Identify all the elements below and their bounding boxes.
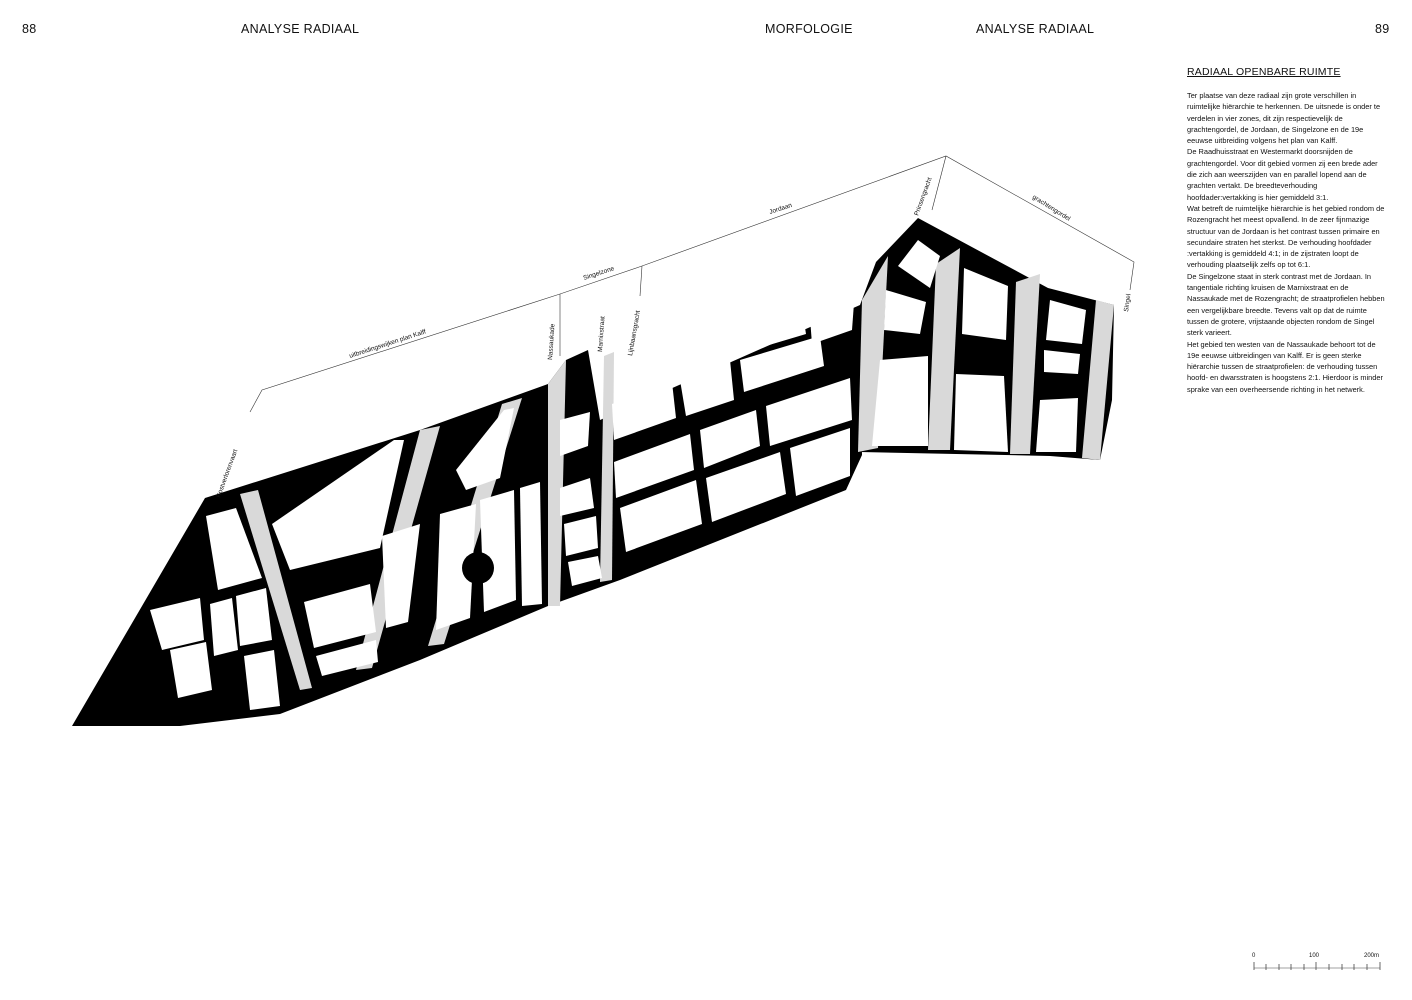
block — [790, 428, 850, 496]
street-label-lijnbaansgracht: Lijnbaansgracht — [627, 310, 642, 357]
block — [680, 360, 734, 416]
page-number-right: 89 — [1375, 22, 1390, 36]
running-header-right: ANALYSE RADIAAL — [976, 22, 1095, 36]
zone-label-singelzone: Singelzone — [582, 265, 615, 282]
block — [304, 584, 376, 648]
block — [1044, 350, 1080, 374]
canal-lijnbaansgracht — [600, 352, 614, 582]
plaza-circle — [462, 552, 494, 584]
sidebar-paragraph: De Singelzone staat in sterk contrast me… — [1187, 271, 1385, 338]
canal-herengracht — [1010, 274, 1040, 454]
block — [272, 440, 404, 570]
street-label-prinsengracht: Prinsengracht — [913, 176, 933, 216]
block — [614, 434, 694, 498]
block — [612, 382, 676, 440]
block — [206, 508, 262, 590]
block — [620, 480, 702, 552]
block — [1036, 398, 1078, 452]
scale-label-right: 200m — [1364, 953, 1379, 959]
block — [480, 490, 516, 612]
page-number-left: 88 — [22, 22, 37, 36]
block — [884, 290, 926, 334]
block — [456, 408, 514, 490]
block — [808, 276, 856, 344]
block — [170, 642, 212, 698]
block — [564, 516, 598, 556]
block — [706, 452, 786, 522]
sidebar-paragraph: Wat betreft de ruimtelijke hiërarchie is… — [1187, 203, 1385, 270]
block — [872, 356, 928, 446]
block — [766, 378, 852, 446]
running-header-left: ANALYSE RADIAAL — [241, 22, 360, 36]
block — [962, 268, 1008, 340]
bracket-tick — [639, 265, 643, 297]
block — [520, 482, 542, 606]
sidebar-title: RADIAAL OPENBARE RUIMTE — [1187, 66, 1341, 78]
block — [898, 240, 940, 288]
block — [382, 524, 420, 628]
street-label-marnixstraat: Marnixstraat — [597, 316, 606, 352]
block — [1046, 300, 1086, 344]
block — [150, 598, 204, 650]
sidebar-text: RADIAAL OPENBARE RUIMTE Ter plaatse van … — [1187, 66, 1387, 395]
block — [700, 410, 760, 468]
block — [568, 556, 602, 586]
block — [560, 478, 594, 516]
block — [740, 336, 824, 392]
bracket-tick — [931, 155, 947, 211]
zone-label-grachtengordel: grachtengordel — [1031, 194, 1072, 223]
sidebar-body: Ter plaatse van deze radiaal zijn grote … — [1187, 90, 1387, 395]
block — [726, 296, 806, 356]
scale-label-left: 0 — [1252, 953, 1256, 959]
zone-label-kalff: uitbreidingswijken plan Kalff — [348, 328, 427, 359]
block — [620, 324, 720, 384]
sidebar-paragraph: Ter plaatse van deze radiaal zijn grote … — [1187, 91, 1381, 146]
street-label-singel: Singel — [1123, 293, 1133, 312]
block — [210, 598, 238, 656]
block — [244, 650, 280, 710]
block — [316, 640, 378, 676]
zone-label-jordaan: Jordaan — [768, 202, 793, 216]
canal-prinsengracht — [858, 256, 888, 452]
block — [436, 504, 476, 630]
canal-singel-east — [1082, 300, 1114, 460]
canal-kostverlorenvaart — [240, 490, 312, 690]
sidebar-paragraph: Het gebied ten westen van de Nassaukade … — [1187, 339, 1383, 394]
scale-bar: 0 100 200m — [1252, 953, 1381, 970]
scale-label-mid: 100 — [1309, 953, 1320, 959]
section-title: MORFOLOGIE — [765, 22, 853, 36]
block — [954, 374, 1008, 452]
street-label-nassaukade: Nassaukade — [547, 323, 557, 360]
canal-keizersgracht — [928, 248, 960, 450]
block — [560, 412, 590, 456]
building-blocks — [150, 240, 1086, 710]
zone-brackets — [249, 155, 1135, 413]
block — [236, 588, 272, 646]
scale-ticks — [1253, 962, 1381, 970]
sidebar-paragraph: De Raadhuisstraat en Westermarkt doorsni… — [1187, 147, 1378, 202]
